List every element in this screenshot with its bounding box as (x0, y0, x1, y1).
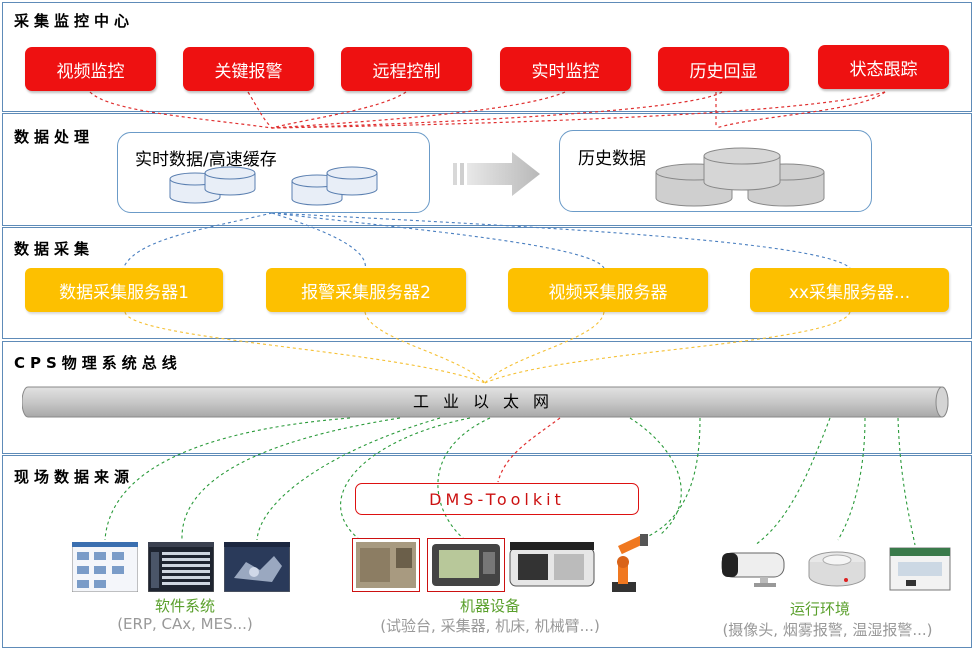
bus-layer-title: CPS物理系统总线 (14, 354, 182, 372)
alarm-collection-server-2[interactable]: 报警采集服务器2 (266, 268, 466, 312)
erp-screen-icon (72, 542, 138, 592)
status-tracking-button[interactable]: 状态跟踪 (818, 45, 949, 89)
history-playback-button[interactable]: 历史回显 (658, 47, 789, 91)
collector-device-icon (427, 538, 505, 592)
realtime-cache-box (117, 132, 430, 213)
realtime-monitor-button[interactable]: 实时监控 (500, 47, 631, 91)
source-links (104, 417, 916, 546)
remote-control-button[interactable]: 远程控制 (341, 47, 472, 91)
processing-links (121, 212, 851, 273)
sources-layer-title: 现场数据来源 (14, 468, 135, 486)
realtime-cache-label: 实时数据/高速缓存 (135, 150, 277, 170)
video-monitor-button[interactable]: 视频监控 (25, 47, 156, 91)
monitor-layer-title: 采集监控中心 (14, 12, 135, 30)
software-systems-detail: (ERP, CAx, MES...) (117, 615, 253, 633)
transfer-arrow-icon (453, 152, 540, 196)
machine-equipment-detail: (试验台, 采集器, 机床, 机械臂...) (380, 617, 600, 635)
robot-arm-icon (612, 534, 648, 592)
smoke-detector-icon (808, 551, 866, 587)
collection-layer-title: 数据采集 (14, 240, 95, 258)
ethernet-bus-label: 工业以太网 (412, 392, 563, 411)
camera-icon (721, 552, 785, 587)
key-alarm-button[interactable]: 关键报警 (183, 47, 314, 91)
history-db-icon (655, 147, 825, 207)
data-collection-server-1[interactable]: 数据采集服务器1 (25, 268, 223, 312)
ethernet-bus-pipe (22, 386, 949, 418)
xx-collection-server[interactable]: xx采集服务器... (750, 268, 949, 312)
toolkit-link (497, 417, 561, 483)
realtime-db-icon (169, 166, 378, 206)
video-collection-server[interactable]: 视频采集服务器 (508, 268, 708, 312)
monitor-links (89, 91, 886, 129)
dms-toolkit-box[interactable]: DMS-Toolkit (355, 483, 639, 515)
history-data-label: 历史数据 (578, 149, 646, 169)
mes-screen-icon (224, 542, 290, 592)
machine-tool-icon (509, 542, 595, 587)
collection-links (124, 311, 851, 384)
operating-environment-detail: (摄像头, 烟雾报警, 温湿报警...) (722, 621, 933, 639)
cax-screen-icon (148, 542, 214, 592)
software-systems-title: 软件系统 (154, 597, 215, 615)
temp-humidity-alarm-icon (889, 547, 951, 591)
processing-layer-title: 数据处理 (14, 128, 95, 146)
operating-environment-title: 运行环境 (789, 600, 850, 618)
test-bench-icon (352, 538, 420, 592)
machine-equipment-title: 机器设备 (459, 597, 520, 615)
layer-monitor-center (2, 2, 972, 112)
